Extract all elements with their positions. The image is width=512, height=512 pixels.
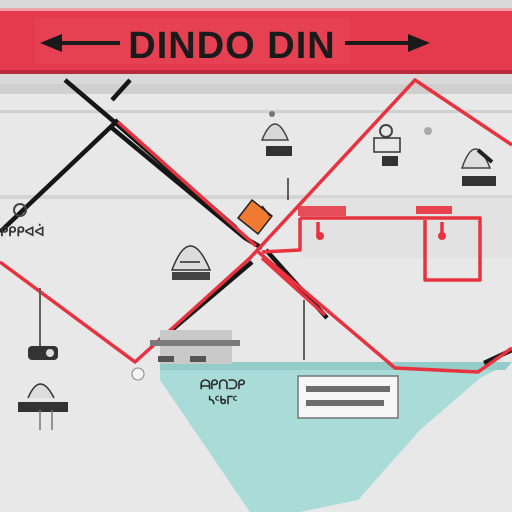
panel-divider [0,110,512,113]
junction-marker [236,198,274,236]
bell-icon [260,111,292,156]
svg-text:ᗩᑭᑎᑐᑭ: ᗩᑭᑎᑐᑭ [200,377,246,392]
svg-text:ᑭᑭᑭᐊᐋ: ᑭᑭᑭᐊᐋ [0,224,45,239]
poles [39,178,305,360]
water-labels: ᗩᑭᑎᑐᑭ ᓴᑦᑲᒥᑦ [200,377,246,407]
gear-icon: ᑭᑭᑭᐊᐋ [0,203,45,239]
red-routes [0,78,512,374]
building-icon [170,245,212,280]
info-box [297,375,399,419]
svg-text:ᓴᑦᑲᒥᑦ: ᓴᑦᑲᒥᑦ [208,395,237,407]
water-area [160,362,512,512]
banner-title: DINDO DIN [128,25,335,67]
right-arrow-icon [345,34,430,52]
red-labels [298,206,452,216]
signpost-icon [18,383,68,412]
pin-icon [460,148,496,186]
top-band-shadow [0,84,512,94]
route-markers [316,232,446,240]
thin-lines [39,410,53,430]
lock-icon [373,124,432,166]
panel-divider-2 [0,195,512,199]
left-arrow-icon [40,34,120,52]
camera-icon [28,346,58,360]
marker-icon [131,330,240,381]
